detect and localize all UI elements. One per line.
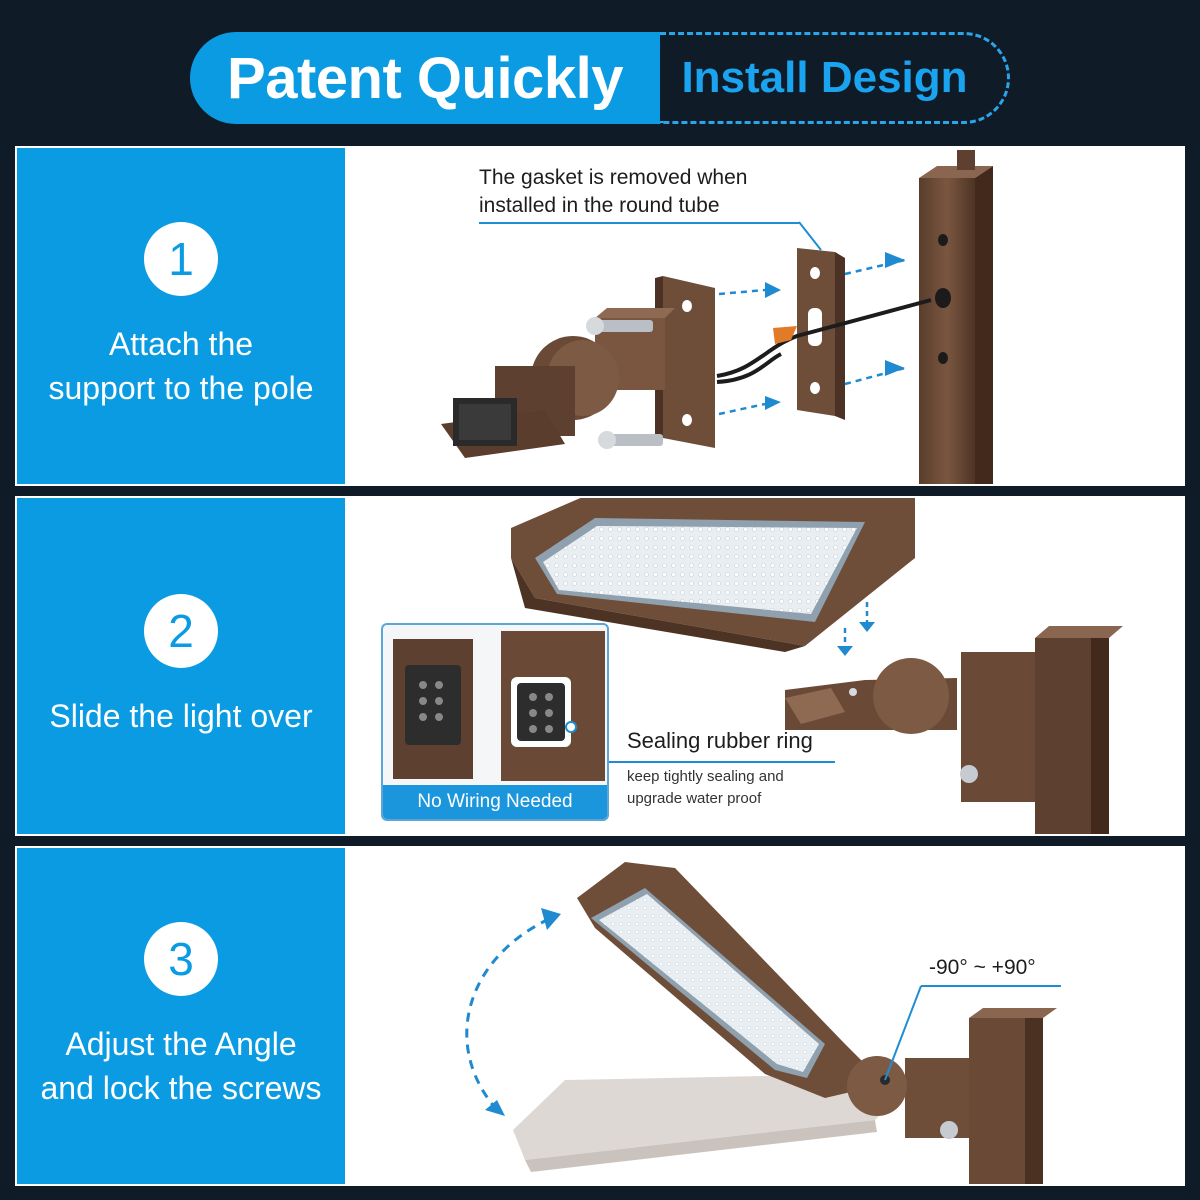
pole-icon [905, 1008, 1057, 1184]
seal-subtitle: keep tightly sealing and upgrade water p… [627, 768, 784, 807]
angle-range-label: -90° ~ +90° [929, 956, 1036, 979]
step-1-illustration: The gasket is removed when installed in … [345, 148, 1183, 484]
step-1-caption: 1 Attach the support to the pole [17, 148, 345, 484]
wire-nut-icon [773, 326, 797, 344]
step-1-number-badge: 1 [144, 222, 218, 296]
step-1-text: Attach the support to the pole [48, 326, 314, 406]
step-3-number-badge: 3 [144, 922, 218, 996]
light-fixture-icon [511, 498, 915, 652]
arm-icon [785, 658, 957, 734]
step-2-text: Slide the light over [49, 698, 313, 734]
step-3-caption: 3 Adjust the Angle and lock the screws [17, 848, 345, 1184]
no-wiring-badge: No Wiring Needed [383, 785, 607, 819]
step-2-illustration: No Wiring Needed Sealing rubber ring kee… [345, 498, 1183, 834]
step-2-number-badge: 2 [144, 594, 218, 668]
raised-fixture-icon [577, 862, 907, 1116]
step-3-panel: 3 Adjust the Angle and lock the screws [15, 846, 1185, 1186]
step-3-text: Adjust the Angle and lock the screws [40, 1026, 322, 1106]
seal-title: Sealing rubber ring [627, 728, 813, 753]
lower-fixture-icon [513, 1074, 905, 1172]
step-1-panel: 1 Attach the support to the pole The gas… [15, 146, 1185, 486]
rotation-arc-icon [465, 916, 552, 1111]
step-3-illustration: -90° ~ +90° [345, 848, 1183, 1184]
pole-icon [919, 150, 993, 484]
step-1-diagram [441, 150, 993, 484]
gasket-callout-line [479, 222, 799, 224]
header-title-left-text: Patent Quickly [227, 45, 623, 111]
step-2-panel: 2 Slide the light over [15, 496, 1185, 836]
step-3-diagram [465, 862, 1061, 1184]
knuckle-icon [441, 336, 619, 458]
arrow-icon [718, 258, 906, 416]
gasket-callout-text: The gasket is removed when installed in … [479, 166, 748, 217]
pole-icon [960, 626, 1123, 834]
connector-inset-diagram [393, 631, 605, 781]
header-banner: Patent Quickly Install Design [190, 32, 1010, 124]
header-title-right: Install Design [660, 32, 1010, 124]
bolt-icon [586, 317, 663, 449]
connector-inset: No Wiring Needed [381, 623, 609, 821]
arrow-icon [837, 602, 875, 656]
header-title-right-text: Install Design [681, 53, 968, 102]
step-2-diagram [511, 498, 1123, 834]
header-title-left: Patent Quickly [190, 32, 660, 124]
step-2-caption: 2 Slide the light over [17, 498, 345, 834]
